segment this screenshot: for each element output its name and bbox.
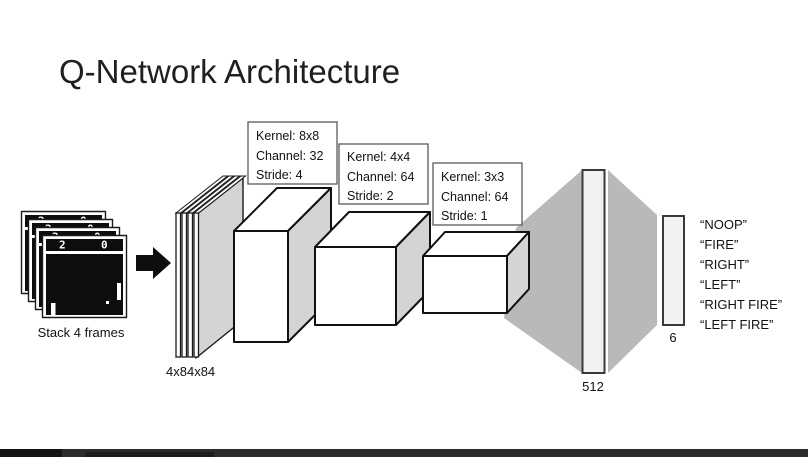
flow-arrow-icon	[136, 247, 171, 279]
action-list: “NOOP” “FIRE” “RIGHT” “LEFT” “RIGHT FIRE…	[700, 217, 782, 332]
game-frame-front: 2 0	[41, 234, 128, 319]
conv2-front-face	[314, 246, 397, 326]
channel-line: Channel: 32	[256, 149, 323, 163]
output-label: 6	[669, 330, 676, 345]
score-digit-right: 0	[101, 239, 108, 252]
slide-title: Q-Network Architecture	[59, 53, 400, 90]
bottom-bar-artifact	[86, 452, 214, 457]
right-paddle	[117, 283, 121, 300]
conv3-box	[422, 231, 530, 314]
playfield	[46, 254, 123, 315]
tensor-slab	[175, 212, 182, 358]
bottom-bar-strip	[0, 449, 808, 457]
kernel-info-box-1: Kernel: 8x8 Channel: 32 Stride: 4	[247, 121, 338, 185]
kernel-line: Kernel: 8x8	[256, 129, 319, 143]
fc-layer-bar	[581, 169, 606, 374]
tensor-slab	[187, 212, 194, 358]
tensor-slab	[181, 212, 188, 358]
fc-funnel-in	[504, 170, 582, 373]
kernel-line: Kernel: 3x3	[441, 170, 504, 184]
conv1-box	[233, 187, 332, 343]
stride-line: Stride: 2	[347, 189, 394, 203]
action-item: “LEFT FIRE”	[700, 317, 773, 332]
conv2-box	[314, 211, 431, 326]
channel-line: Channel: 64	[347, 170, 414, 184]
tensor-slab	[193, 212, 200, 358]
action-item: “RIGHT”	[700, 257, 749, 272]
kernel-info-box-2: Kernel: 4x4 Channel: 64 Stride: 2	[338, 143, 429, 205]
output-layer-bar	[662, 215, 685, 326]
score-digit-left: 2	[59, 239, 66, 252]
channel-line: Channel: 64	[441, 190, 508, 204]
conv3-front-face	[422, 255, 508, 314]
stack-label: Stack 4 frames	[38, 325, 125, 340]
input-dims-label: 4x84x84	[166, 364, 215, 379]
bottom-bar	[0, 449, 808, 457]
output-funnel	[608, 170, 657, 373]
action-item: “NOOP”	[700, 217, 747, 232]
bottom-bar-left-segment	[0, 449, 62, 457]
score-band	[46, 239, 123, 251]
kernel-line: Kernel: 4x4	[347, 150, 410, 164]
frame-stack: 2 0 2 0 2 0	[20, 210, 128, 319]
fc-label: 512	[582, 379, 604, 394]
action-item: “FIRE”	[700, 237, 738, 252]
stride-line: Stride: 1	[441, 209, 488, 223]
input-tensor-stack	[174, 175, 247, 359]
kernel-info-box-3: Kernel: 3x3 Channel: 64 Stride: 1	[432, 162, 523, 226]
stride-line: Stride: 4	[256, 168, 303, 182]
ball	[106, 301, 109, 304]
action-item: “LEFT”	[700, 277, 740, 292]
conv1-front-face	[233, 230, 289, 343]
action-item: “RIGHT FIRE”	[700, 297, 782, 312]
left-paddle	[51, 303, 56, 315]
